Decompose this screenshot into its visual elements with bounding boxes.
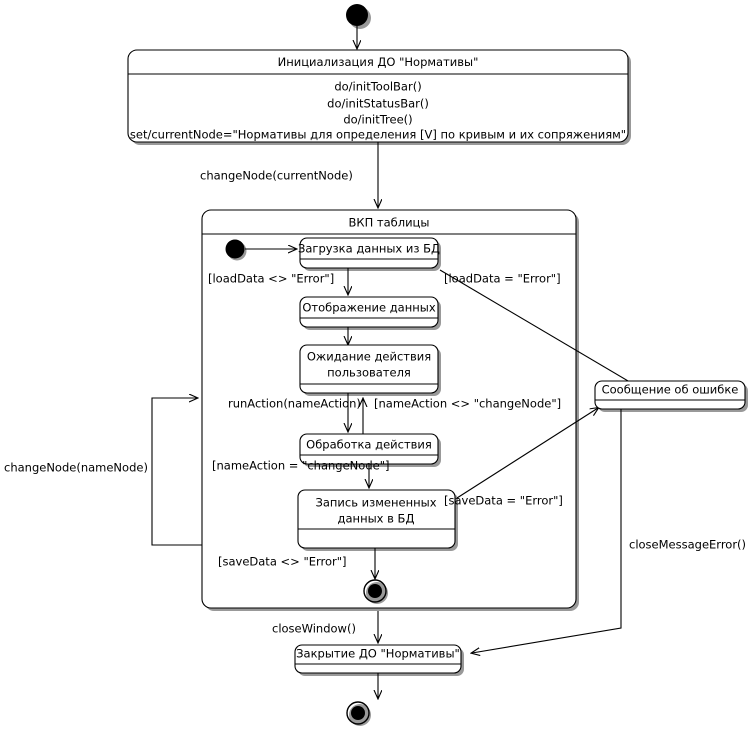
state-error-message: Сообщение об ошибке <box>594 380 748 412</box>
state-wait-user-title-line1: Ожидание действия <box>307 350 431 364</box>
state-composite: ВКП таблицы <box>201 209 579 611</box>
edge-load-to-error <box>439 269 640 388</box>
label-run-action: runAction(nameAction) <box>228 397 361 411</box>
state-init-action-0: do/initToolBar() <box>334 80 421 94</box>
label-name-action-change: [nameAction = "changeNode"] <box>212 459 389 473</box>
label-load-ok: [loadData <> "Error"] <box>208 272 334 286</box>
state-save-data-title-line2: данных в БД <box>338 512 415 526</box>
edge-change-node-loop <box>151 398 202 546</box>
label-close-window: closeWindow() <box>272 622 356 636</box>
label-change-node-current: changeNode(currentNode) <box>200 169 353 183</box>
initial-node-top <box>346 4 371 29</box>
final-node-bottom <box>346 701 371 726</box>
state-init-action-2: do/initTree() <box>343 113 412 127</box>
state-save-data-title-line1: Запись измененных <box>315 496 436 510</box>
state-close-title: Закрытие ДО "Нормативы" <box>296 647 460 661</box>
state-composite-title: ВКП таблицы <box>349 216 430 230</box>
edge-close-message-error <box>472 409 622 653</box>
label-change-node-name: changeNode(nameNode) <box>4 461 148 475</box>
state-init-action-1: do/initStatusBar() <box>327 97 429 111</box>
final-node-inner <box>363 579 388 604</box>
state-process-action-title: Обработка действия <box>306 438 432 452</box>
state-wait-user: Ожидание действия пользователя <box>299 344 441 396</box>
state-show-data-title: Отображение данных <box>302 301 436 315</box>
state-load-data-title: Загрузка данных из БД <box>298 242 440 256</box>
state-wait-user-title-line2: пользователя <box>327 366 411 380</box>
state-load-data: Загрузка данных из БД <box>298 237 441 271</box>
label-close-message-error: closeMessageError() <box>629 538 746 552</box>
state-init: Инициализация ДО "Нормативы" do/initTool… <box>127 49 631 145</box>
label-load-error: [loadData = "Error"] <box>444 272 561 286</box>
state-close: Закрытие ДО "Нормативы" <box>294 644 464 676</box>
state-init-title: Инициализация ДО "Нормативы" <box>278 55 479 69</box>
initial-node-inner <box>225 239 247 261</box>
label-name-action-other: [nameAction <> "changeNode"] <box>374 397 561 411</box>
edge-save-to-error <box>456 408 598 499</box>
label-save-error: [saveData = "Error"] <box>444 494 563 508</box>
label-save-ok: [saveData <> "Error"] <box>218 555 347 569</box>
state-init-action-3: set/currentNode="Нормативы для определен… <box>130 128 626 142</box>
state-error-message-title: Сообщение об ошибке <box>602 383 739 397</box>
state-process-action: Обработка действия <box>299 433 441 467</box>
state-save-data: Запись измененных данных в БД <box>297 489 458 551</box>
state-show-data: Отображение данных <box>299 296 441 330</box>
